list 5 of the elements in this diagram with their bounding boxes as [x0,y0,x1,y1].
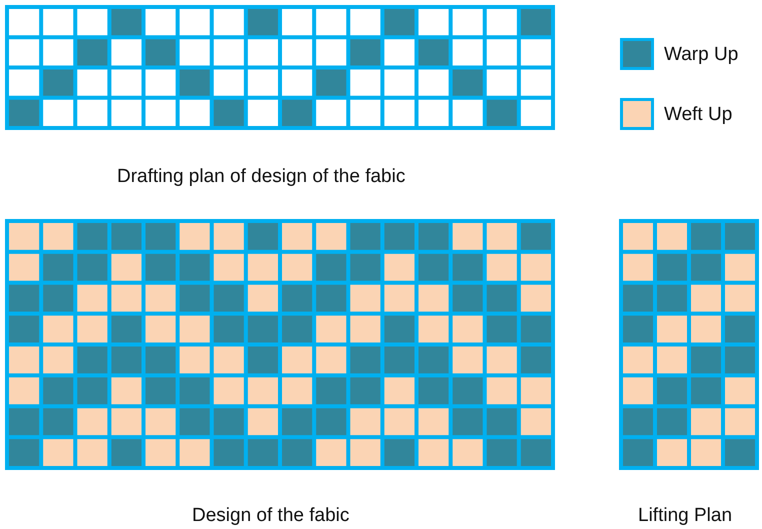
legend-label: Warp Up [664,44,738,66]
legend-label: Weft Up [664,104,732,126]
caption: Drafting plan of design of the fabic [117,166,406,188]
caption: Design of the fabic [192,505,350,527]
caption: Lifting Plan [638,505,732,527]
